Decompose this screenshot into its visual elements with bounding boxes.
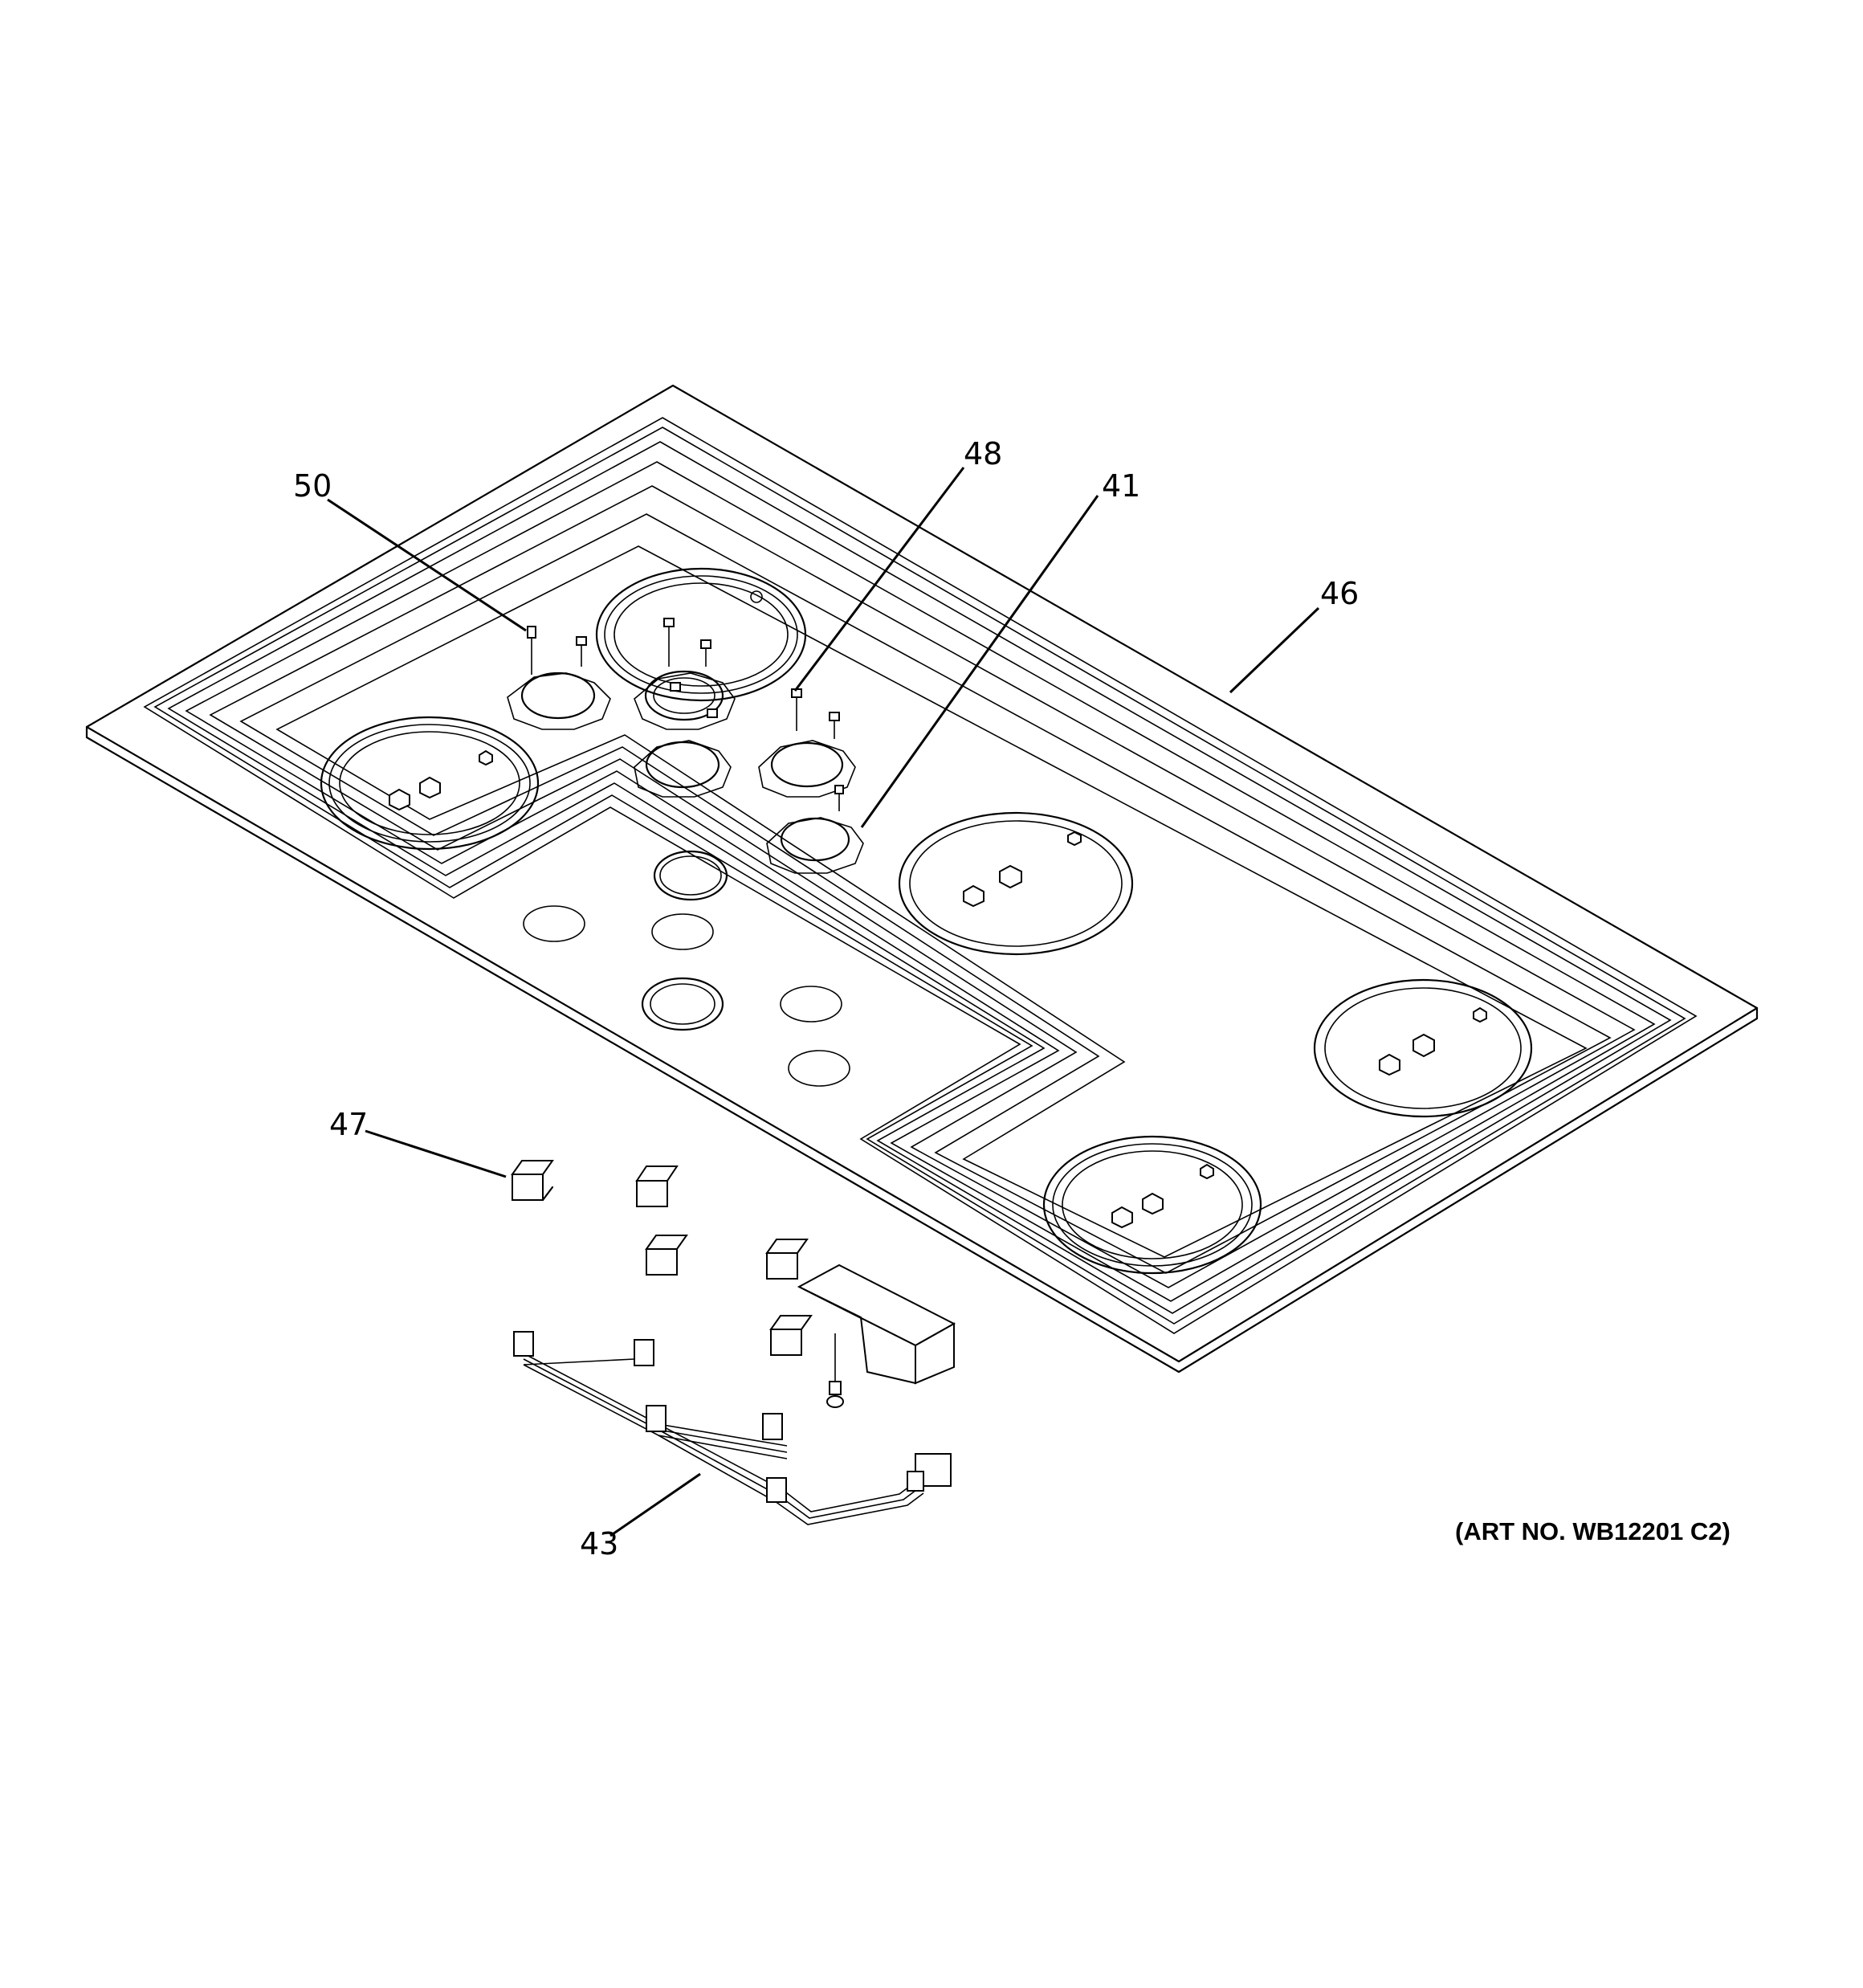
leader-lines <box>327 467 1320 1537</box>
switch-1 <box>511 1160 554 1202</box>
switch-3 <box>645 1235 688 1276</box>
knob-openings <box>523 850 850 1087</box>
burner-front-left <box>320 716 540 851</box>
callout-48: 48 <box>964 436 1002 471</box>
callout-43: 43 <box>580 1526 618 1561</box>
knob-plate-2 <box>634 670 736 730</box>
wire-harness <box>513 1331 952 1525</box>
switch-5 <box>769 1315 813 1356</box>
cooktop-glass <box>85 384 1759 1374</box>
knob-plate-4 <box>758 740 856 798</box>
callout-50: 50 <box>293 468 332 504</box>
art-number: (ART NO. WB12201 C2) <box>1455 1517 1731 1545</box>
switch-4 <box>765 1239 809 1280</box>
callout-46: 46 <box>1320 576 1359 611</box>
burner-front-right <box>1042 1135 1262 1275</box>
knob-plate-5 <box>766 817 864 874</box>
knob-plate-3 <box>634 740 732 798</box>
burner-center <box>898 811 1134 956</box>
switch-2 <box>635 1165 679 1207</box>
bracket <box>797 1263 956 1408</box>
callout-47: 47 <box>329 1107 368 1142</box>
burner-rear-right <box>1313 978 1533 1118</box>
burner-rear-left <box>595 567 807 702</box>
callout-41: 41 <box>1102 468 1140 504</box>
knob-plate-1 <box>507 672 611 730</box>
mounting-screws <box>527 618 844 811</box>
